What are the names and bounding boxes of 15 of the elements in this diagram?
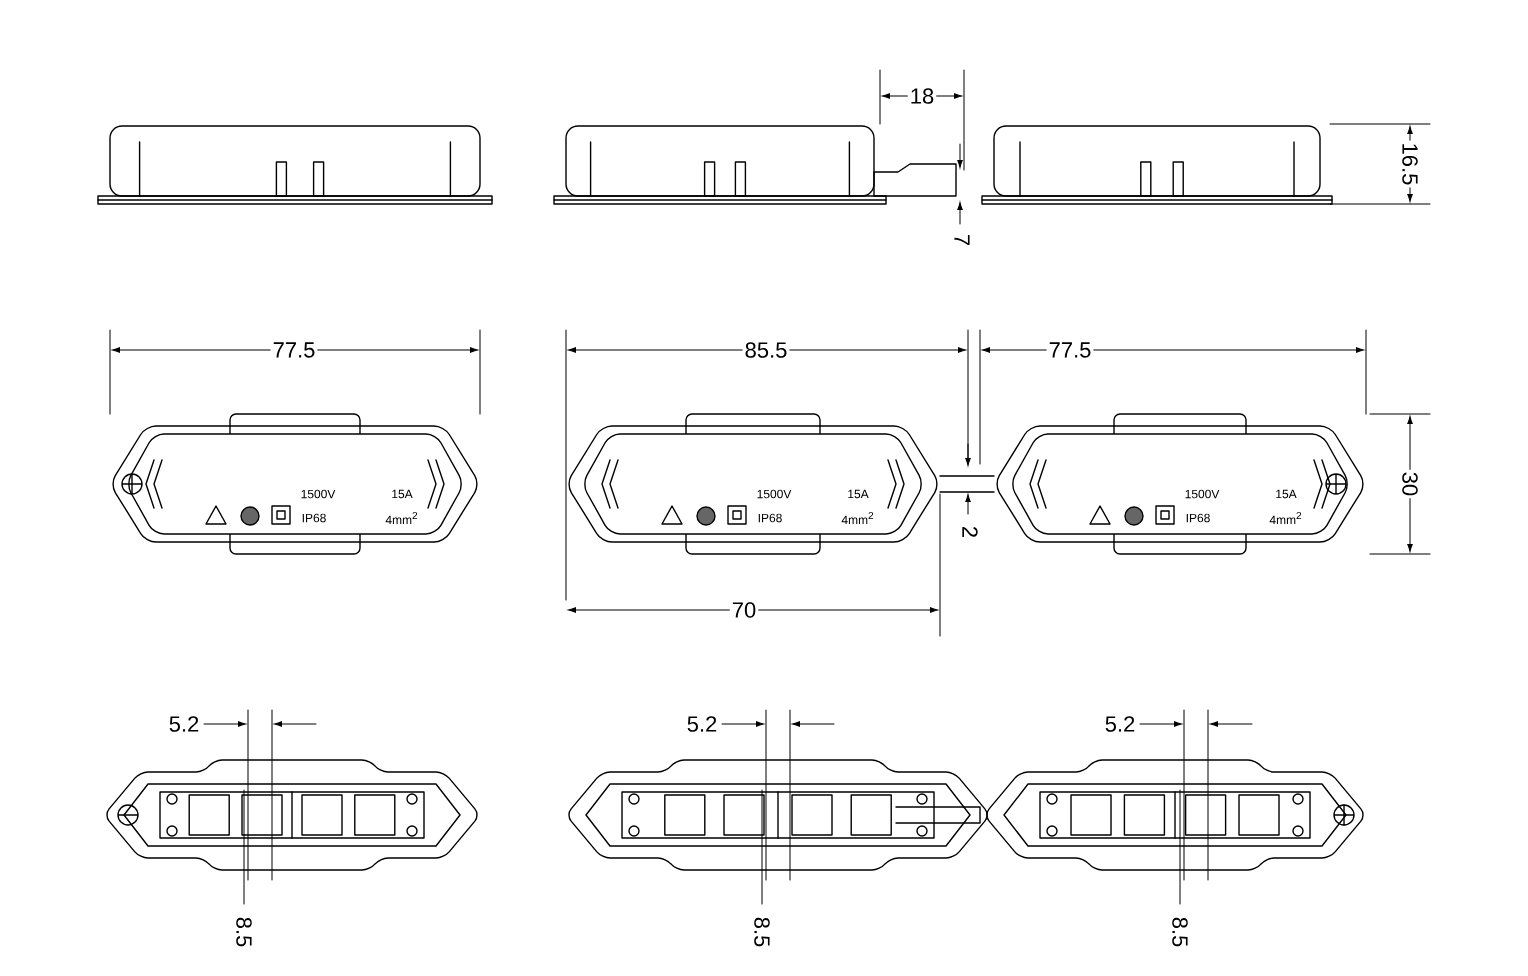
dimension-label: 8.5 [752, 914, 772, 950]
dimension-label: 16.5 [1400, 140, 1420, 188]
dimension-label: 7 [952, 231, 972, 249]
dimension-label: 18 [907, 86, 937, 106]
dimension-label: 2 [960, 523, 980, 541]
dimension-label: 8.5 [234, 914, 254, 950]
dimension-label: 70 [729, 600, 759, 620]
dimension-label: 5.2 [166, 714, 202, 734]
dimension-label: 77.5 [270, 340, 318, 360]
dimension-label: 77.5 [1046, 340, 1094, 360]
dimension-label: 85.5 [742, 340, 790, 360]
dimension-label: 5.2 [684, 714, 720, 734]
dimension-label: 5.2 [1102, 714, 1138, 734]
dimension-label: 8.5 [1170, 914, 1190, 950]
dimension-label: 30 [1400, 469, 1420, 499]
